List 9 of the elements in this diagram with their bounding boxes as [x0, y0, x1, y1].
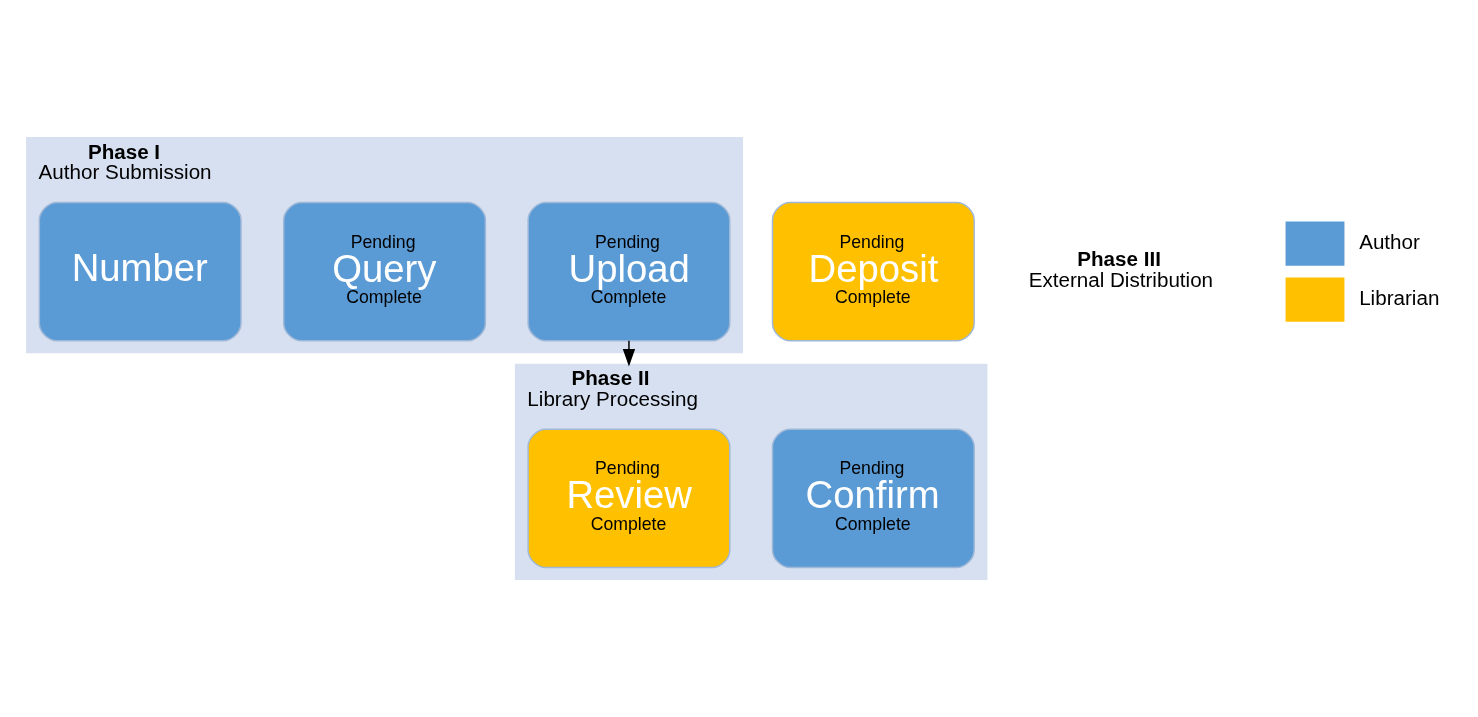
arrow — [622, 340, 636, 367]
node-box: Pending Deposit Complete — [771, 201, 975, 342]
legend-label: Librarian — [1359, 286, 1440, 310]
legend-label: Author — [1359, 230, 1420, 254]
node-box: Pending Confirm Complete — [771, 428, 975, 569]
node-box: Number — [38, 201, 242, 342]
node-box: Pending Review Complete — [527, 428, 731, 569]
node-box: Pending Upload Complete — [527, 201, 731, 342]
node-box: Pending Query Complete — [283, 201, 487, 342]
